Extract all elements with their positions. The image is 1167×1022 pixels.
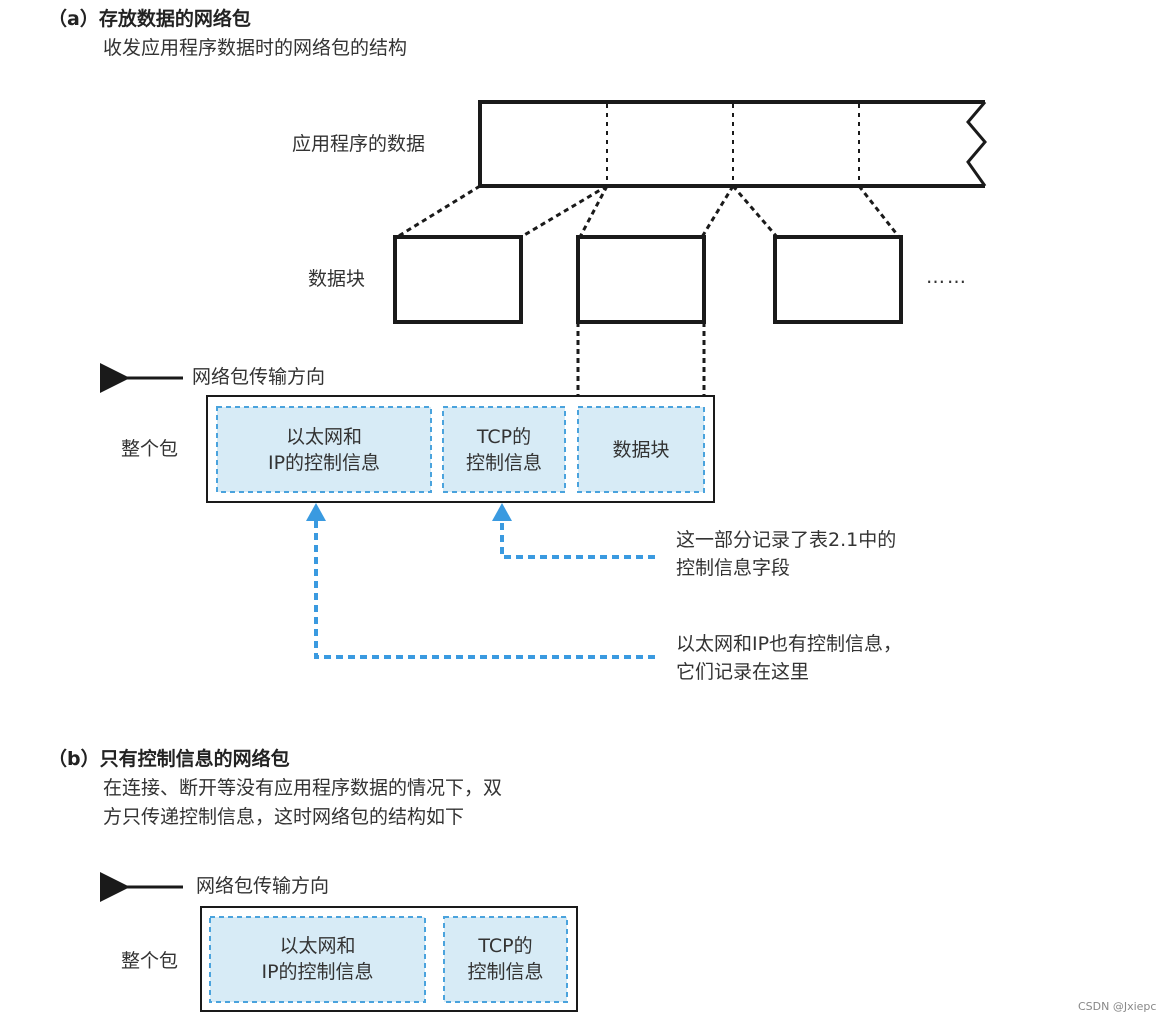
arrowhead-eth bbox=[306, 503, 326, 521]
field-tcp-b-line2: 控制信息 bbox=[467, 961, 544, 983]
app-data-torn-edge bbox=[966, 101, 987, 187]
field-eth-ip-b bbox=[209, 916, 426, 1003]
chunk-box-3 bbox=[773, 235, 903, 324]
packet-label-b: 整个包 bbox=[121, 950, 179, 972]
field-tcp-label: TCP的 控制信息 bbox=[443, 424, 565, 476]
field-data bbox=[577, 406, 705, 493]
section-b-title: （b）只有控制信息的网络包 bbox=[48, 748, 290, 770]
section-a-subtitle: 收发应用程序数据时的网络包的结构 bbox=[103, 37, 408, 59]
note-eth: 以太网和IP也有控制信息， 它们记录在这里 bbox=[676, 630, 902, 686]
chunk-connectors bbox=[396, 184, 901, 239]
section-b-subtitle-line1: 在连接、断开等没有应用程序数据的情况下，双 bbox=[103, 777, 503, 799]
note-eth-line2: 它们记录在这里 bbox=[676, 661, 810, 683]
chunk-label: 数据块 bbox=[308, 268, 366, 290]
chunk-box-1 bbox=[393, 235, 523, 324]
field-eth-ip-line1: 以太网和 bbox=[285, 426, 362, 448]
pointer-arrows bbox=[314, 520, 655, 659]
arrowhead-tcp bbox=[492, 503, 512, 521]
field-tcp-b-line1: TCP的 bbox=[478, 935, 533, 957]
app-data-label: 应用程序的数据 bbox=[292, 133, 426, 155]
field-data-label: 数据块 bbox=[612, 439, 670, 461]
chunk-box-2 bbox=[576, 235, 706, 324]
direction-label-b: 网络包传输方向 bbox=[196, 875, 330, 897]
note-eth-line1: 以太网和IP也有控制信息， bbox=[676, 633, 903, 655]
field-tcp-b bbox=[443, 916, 568, 1003]
direction-label: 网络包传输方向 bbox=[192, 366, 326, 388]
note-tcp: 这一部分记录了表2.1中的 控制信息字段 bbox=[676, 526, 896, 582]
section-b-subtitle-line2: 方只传递控制信息，这时网络包的结构如下 bbox=[103, 806, 465, 828]
packet-label: 整个包 bbox=[121, 438, 179, 460]
ellipsis: …… bbox=[926, 266, 968, 288]
field-tcp bbox=[442, 406, 566, 493]
field-eth-ip-b-line1: 以太网和 bbox=[279, 935, 356, 957]
field-tcp-label-b: TCP的 控制信息 bbox=[444, 933, 567, 985]
field-eth-ip-b-line2: IP的控制信息 bbox=[261, 961, 374, 983]
field-tcp-line2: 控制信息 bbox=[465, 452, 542, 474]
field-eth-ip bbox=[216, 406, 432, 493]
data-chunk-connectors bbox=[576, 322, 706, 405]
section-a-title: （a）存放数据的网络包 bbox=[48, 8, 251, 30]
note-tcp-line1: 这一部分记录了表2.1中的 bbox=[676, 529, 897, 551]
section-b-subtitle: 在连接、断开等没有应用程序数据的情况下，双 方只传递控制信息，这时网络包的结构如… bbox=[103, 774, 502, 832]
field-eth-ip-label-b: 以太网和 IP的控制信息 bbox=[210, 933, 425, 985]
watermark: CSDN @Jxiepc bbox=[1078, 1000, 1157, 1013]
field-tcp-line1: TCP的 bbox=[476, 426, 532, 448]
field-eth-ip-line2: IP的控制信息 bbox=[267, 452, 381, 474]
field-eth-ip-label: 以太网和 IP的控制信息 bbox=[217, 424, 431, 476]
note-tcp-line2: 控制信息字段 bbox=[676, 557, 791, 579]
